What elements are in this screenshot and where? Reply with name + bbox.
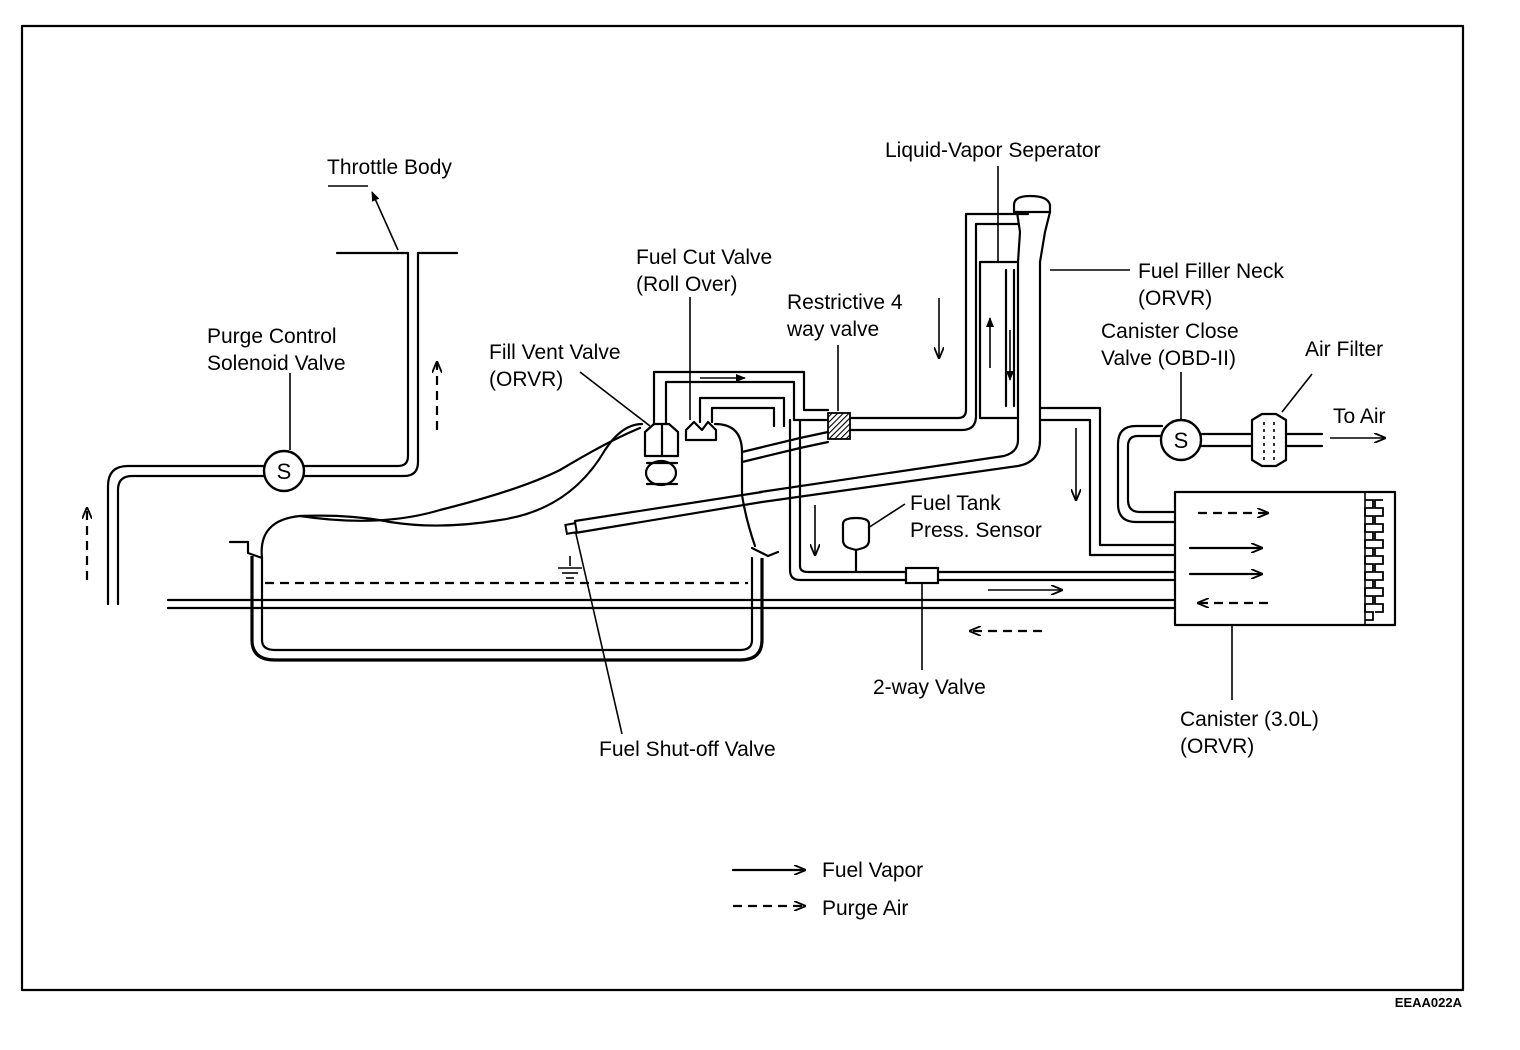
canister-lines (166, 590, 1177, 631)
canister (1173, 490, 1397, 700)
legend: Fuel Vapor Purge Air (731, 859, 923, 920)
pressure-sensor-line (788, 418, 1177, 582)
two-way-valve (904, 566, 940, 670)
label-fuel-shutoff-valve: Fuel Shut-off Valve (599, 738, 776, 761)
label-fuel-tank-press-line2: Press. Sensor (910, 519, 1042, 542)
label-purge-control-line1: Purge Control (207, 325, 337, 348)
label-restrictive-valve-line1: Restrictive 4 (787, 291, 903, 314)
label-purge-control-line2: Solenoid Valve (207, 352, 346, 375)
label-to-air: To Air (1333, 405, 1386, 428)
label-fuel-cut-valve-line2: (Roll Over) (636, 273, 738, 296)
diagram-frame (20, 24, 1465, 992)
label-canister-close-line1: Canister Close (1101, 320, 1239, 343)
fill-vent-valve (579, 371, 680, 487)
canister-close-symbol: S (1174, 428, 1189, 453)
label-canister-line2: (ORVR) (1180, 735, 1254, 758)
throttle-body (328, 185, 459, 255)
label-fuel-filler-neck-line2: (ORVR) (1138, 287, 1212, 310)
air-filter (1250, 373, 1385, 468)
label-fill-vent-valve-line2: (ORVR) (489, 368, 563, 391)
fuel-shutoff-pointer (575, 533, 623, 735)
label-two-way-valve: 2-way Valve (873, 676, 986, 699)
purge-line (87, 251, 437, 606)
liquid-vapor-separator (978, 166, 1020, 420)
legend-purge-air-label: Purge Air (822, 897, 908, 920)
restrictive-4-way-valve (827, 212, 1030, 440)
legend-fuel-vapor-label: Fuel Vapor (822, 859, 923, 882)
label-air-filter: Air Filter (1305, 338, 1383, 361)
vent-lines (652, 370, 830, 464)
label-fuel-cut-valve-line1: Fuel Cut Valve (636, 246, 772, 269)
label-throttle-body: Throttle Body (327, 156, 452, 179)
fuel-tank (228, 422, 780, 662)
purge-control-solenoid-valve: S (262, 373, 306, 493)
label-canister-close-line2: Valve (OBD-II) (1101, 347, 1236, 370)
label-canister-line1: Canister (3.0L) (1180, 708, 1319, 731)
label-fuel-filler-neck-line1: Fuel Filler Neck (1138, 260, 1284, 283)
fuel-filler-neck (564, 194, 1130, 535)
filler-to-canister-line (1038, 406, 1177, 557)
label-fill-vent-valve-line1: Fill Vent Valve (489, 341, 621, 364)
fuel-tank-pressure-sensor (841, 503, 906, 574)
figure-code: EEAA022A (1395, 995, 1463, 1010)
fuel-cut-valve (684, 297, 718, 442)
label-liquid-vapor-separator: Liquid-Vapor Seperator (885, 139, 1101, 162)
canister-close-valve: S (1116, 372, 1254, 524)
label-restrictive-valve-line2: way valve (786, 318, 879, 341)
label-fuel-tank-press-line1: Fuel Tank (910, 492, 1001, 515)
purge-solenoid-symbol: S (277, 459, 292, 484)
